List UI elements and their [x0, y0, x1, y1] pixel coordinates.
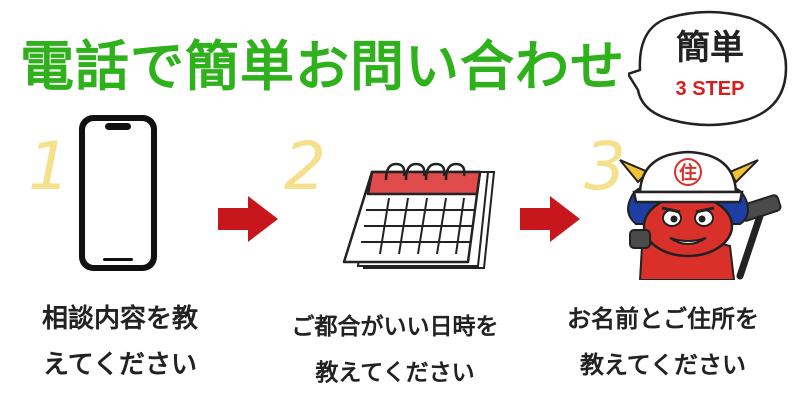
- speech-bubble-badge: [628, 10, 788, 127]
- step-number-1: 1: [28, 128, 70, 205]
- step-2-caption: ご都合がいい日時を 教えてください: [265, 304, 525, 396]
- step-3-caption-line1: お名前とご住所を: [567, 305, 759, 333]
- step-2-caption-line1: ご都合がいい日時を: [291, 314, 499, 340]
- step-2-caption-line2: 教えてください: [315, 360, 475, 386]
- helmet-label: 住: [679, 162, 697, 184]
- smartphone-icon: [79, 115, 157, 271]
- step-1-caption-line2: えてください: [43, 350, 197, 380]
- step-1-caption: 相談内容を教 えてください: [20, 296, 220, 388]
- calendar-icon: [342, 162, 496, 269]
- step-number-3: 3: [584, 128, 626, 205]
- badge-label-steps: 3 STEP: [675, 78, 745, 100]
- step-number-2: 2: [284, 128, 326, 205]
- badge-label-easy: 簡単: [676, 28, 744, 68]
- step-3-caption: お名前とご住所を 教えてください: [548, 296, 778, 388]
- page-title: 電話で簡単お問い合わせ: [20, 35, 625, 98]
- step-1-caption-line1: 相談内容を教: [41, 304, 198, 334]
- red-oni-mascot: 住: [619, 150, 782, 280]
- step-3-caption-line2: 教えてください: [579, 351, 747, 379]
- arrow-right-icon: [218, 196, 278, 242]
- arrow-right-icon: [520, 196, 580, 242]
